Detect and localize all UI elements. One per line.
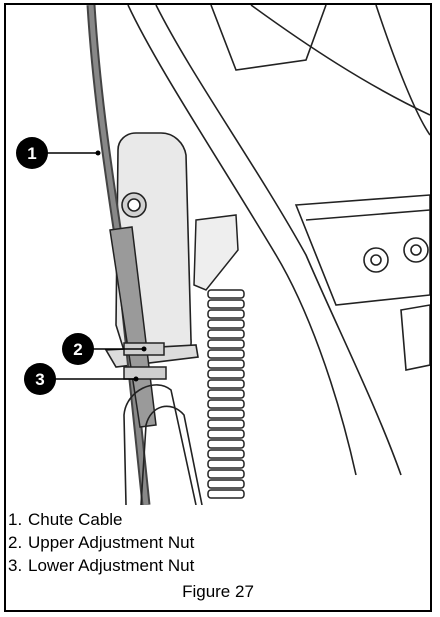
legend-number: 3.	[8, 556, 23, 575]
legend-number: 2.	[8, 533, 23, 552]
lower-adjustment-nut	[123, 366, 167, 380]
legend-label: Upper Adjustment Nut	[28, 533, 195, 552]
callout-3: 3	[24, 363, 139, 395]
callout-2-number: 2	[73, 340, 82, 359]
knob-left	[363, 247, 389, 273]
legend-item: 3. Lower Adjustment Nut	[6, 554, 430, 577]
callout-3-number: 3	[35, 370, 44, 389]
callout-2: 2	[62, 333, 147, 365]
control-panel	[294, 194, 430, 371]
legend-number: 1.	[8, 510, 23, 529]
callout-1-number: 1	[27, 144, 36, 163]
legend-item: 2. Upper Adjustment Nut	[6, 531, 430, 554]
figure-legend: 1. Chute Cable 2. Upper Adjustment Nut 3…	[6, 508, 430, 577]
legend-label: Lower Adjustment Nut	[28, 556, 195, 575]
figure-frame: 1 2 3 1. Chute Cable 2. Upper Adjustment…	[4, 3, 432, 612]
legend-label: Chute Cable	[28, 510, 123, 529]
legend-item: 1. Chute Cable	[6, 508, 430, 531]
machine-housing	[127, 5, 430, 476]
knob-right	[403, 237, 429, 263]
spring-linkage	[193, 214, 245, 499]
callout-1: 1	[16, 137, 101, 169]
lower-housing	[123, 384, 203, 505]
figure-caption: Figure 27	[182, 582, 254, 601]
chute-cable-illustration: 1 2 3	[16, 5, 430, 505]
